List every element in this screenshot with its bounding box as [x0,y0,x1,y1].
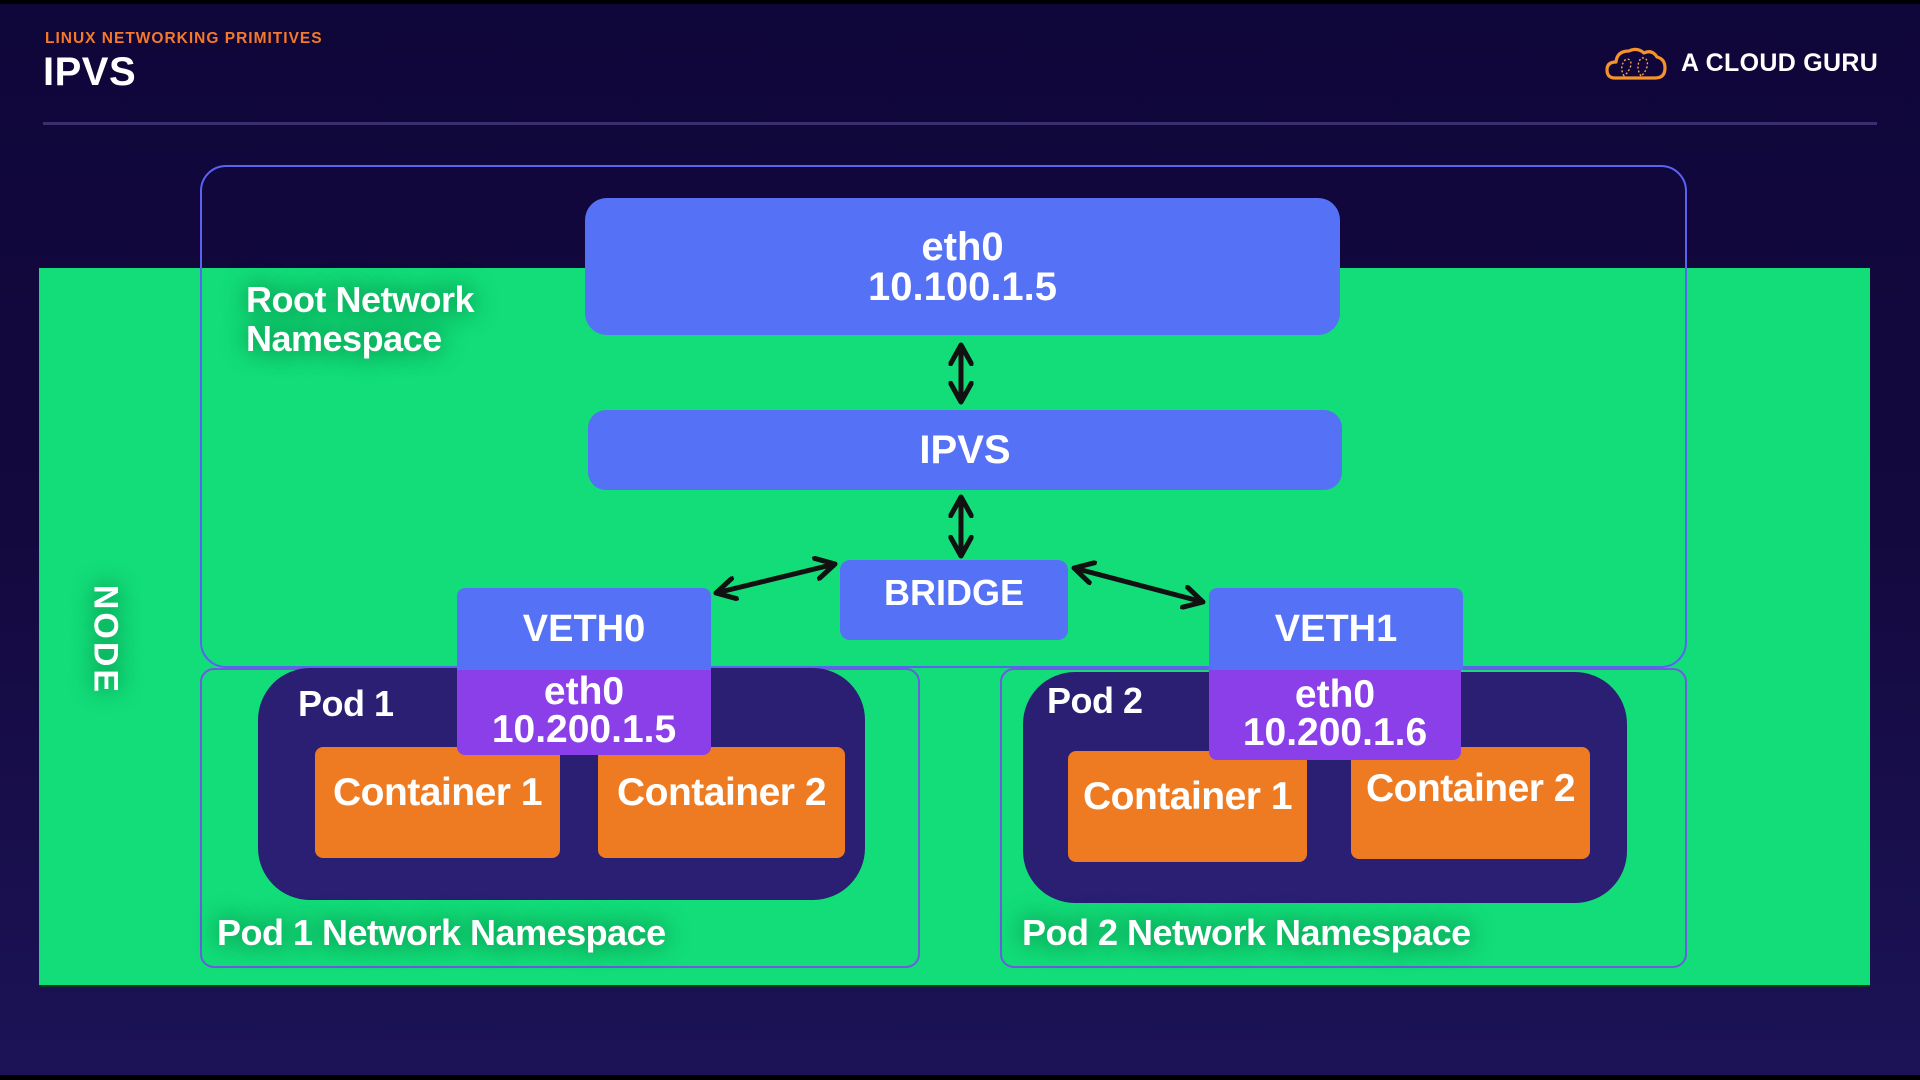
pod1-container-1: Container 1 [315,747,560,858]
pod2-container-2: Container 2 [1351,747,1590,859]
pod2-namespace-label: Pod 2 Network Namespace [1022,912,1471,953]
pod1-container-1-label: Container 1 [332,771,543,814]
ipvs-label: IPVS [919,427,1011,472]
pod1-container-2-label: Container 2 [616,771,827,814]
bottom-letterbox [0,1075,1920,1080]
host-eth0-ip: 10.100.1.5 [867,264,1058,309]
cloud-logo-icon [1605,47,1667,80]
pod2-container-1: Container 1 [1068,751,1307,862]
arrow-bridge-veth1 [1074,568,1203,602]
section-kicker: LINUX NETWORKING PRIMITIVES [45,30,323,47]
root-namespace-label: Root Network Namespace [246,280,526,358]
pod1-eth0-name: eth0 [543,669,625,713]
slide-title: IPVS [43,50,137,94]
veth1-box: VETH1 [1209,588,1463,670]
host-eth0-interface: eth0 10.100.1.5 [585,198,1340,335]
veth0-label: VETH0 [522,607,646,650]
bridge-box: BRIDGE [840,560,1068,640]
arrow-bridge-veth0 [716,564,835,593]
header-divider [43,122,1877,125]
pod1-eth0-interface: eth0 10.200.1.5 [457,666,711,755]
pod1-name: Pod 1 [298,683,394,724]
pod2-container-2-label: Container 2 [1365,767,1576,810]
pod2-container-1-label: Container 1 [1082,775,1293,818]
root-namespace-boundary [200,165,1687,668]
veth0-box: VETH0 [457,588,711,670]
pod2-eth0-ip: 10.200.1.6 [1242,711,1428,754]
veth1-label: VETH1 [1274,607,1398,650]
root-namespace-label-text: Root Network Namespace [246,279,475,359]
pod2-eth0-interface: eth0 10.200.1.6 [1209,668,1461,760]
brand-logo: A CLOUD GURU [1605,42,1880,84]
pod2-eth0-name: eth0 [1294,673,1376,716]
bridge-label: BRIDGE [883,572,1024,613]
pod1-namespace-label: Pod 1 Network Namespace [217,912,666,953]
pod1-container-2: Container 2 [598,747,845,858]
ipvs-box: IPVS [588,410,1342,490]
host-eth0-name: eth0 [921,224,1004,269]
pod2-name: Pod 2 [1047,680,1143,721]
brand-name: A CLOUD GURU [1681,48,1879,77]
top-letterbox [0,0,1920,4]
pod1-eth0-ip: 10.200.1.5 [491,707,677,751]
